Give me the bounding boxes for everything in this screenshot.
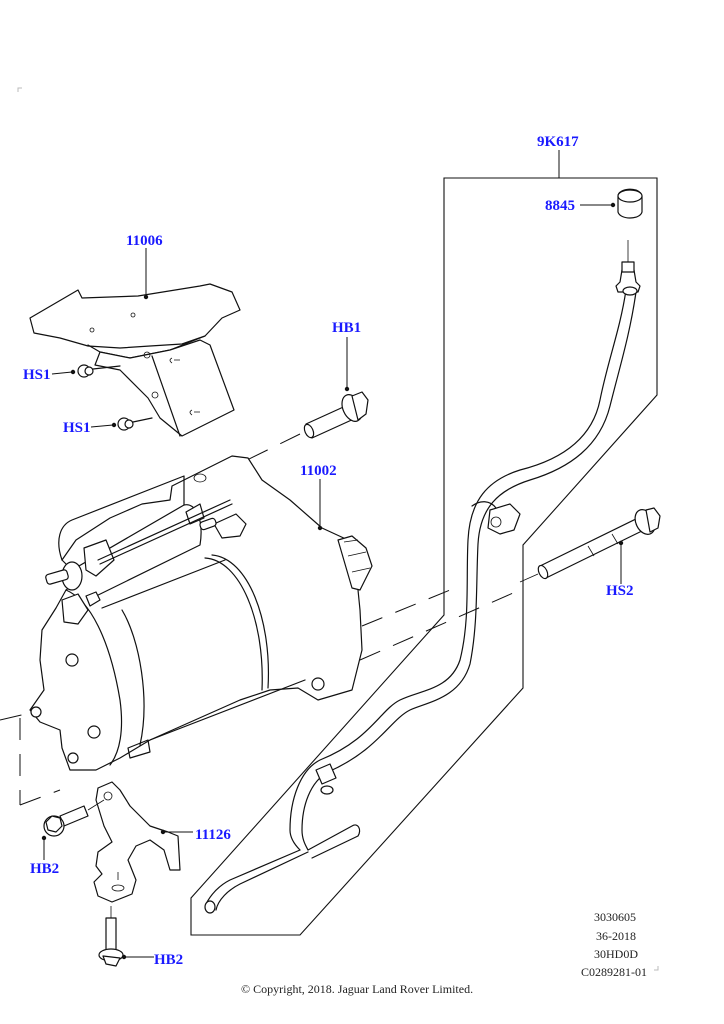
corner-mark	[654, 966, 659, 971]
corner-mark	[17, 87, 22, 92]
part-label-11126[interactable]: 11126	[195, 827, 231, 843]
cap-drawing	[617, 188, 643, 219]
part-label-hb2-side[interactable]: HB2	[30, 861, 60, 877]
hb1-bolt-drawing	[189, 391, 369, 489]
part-label-11006[interactable]: 11006	[126, 233, 163, 249]
part-label-hs1-upper[interactable]: HS1	[23, 367, 51, 383]
hs1-stud-upper-drawing	[77, 364, 121, 378]
support-bracket-drawing	[93, 781, 181, 903]
starter-motor-drawing	[29, 455, 521, 771]
reference-code: 3030605	[594, 910, 636, 924]
hs1-stud-lower-drawing	[117, 417, 153, 431]
reference-model-code: 30HD0D	[594, 947, 638, 961]
copyright-notice: © Copyright, 2018. Jaguar Land Rover Lim…	[241, 982, 474, 996]
part-label-hb2-bottom[interactable]: HB2	[154, 952, 184, 968]
breather-hose-drawing	[204, 240, 641, 914]
part-label-8845[interactable]: 8845	[545, 198, 575, 214]
reference-date-code: 36-2018	[596, 929, 636, 943]
hose-assembly-frame	[190, 177, 658, 936]
hb2-bolt-bottom-drawing	[98, 906, 124, 967]
part-label-11002[interactable]: 11002	[300, 463, 337, 479]
reference-illustration-code: C0289281-01	[581, 965, 647, 979]
alignment-lines	[0, 711, 61, 806]
part-label-hb1[interactable]: HB1	[332, 320, 362, 336]
heat-shield-drawing	[29, 283, 241, 437]
part-label-9k617[interactable]: 9K617	[537, 134, 579, 150]
leader-lines	[41, 150, 624, 960]
hs2-stud-bolt-drawing	[519, 507, 661, 583]
hb2-bolt-side-drawing	[43, 799, 105, 837]
part-label-hs2[interactable]: HS2	[606, 583, 634, 599]
part-label-hs1-lower[interactable]: HS1	[63, 420, 91, 436]
